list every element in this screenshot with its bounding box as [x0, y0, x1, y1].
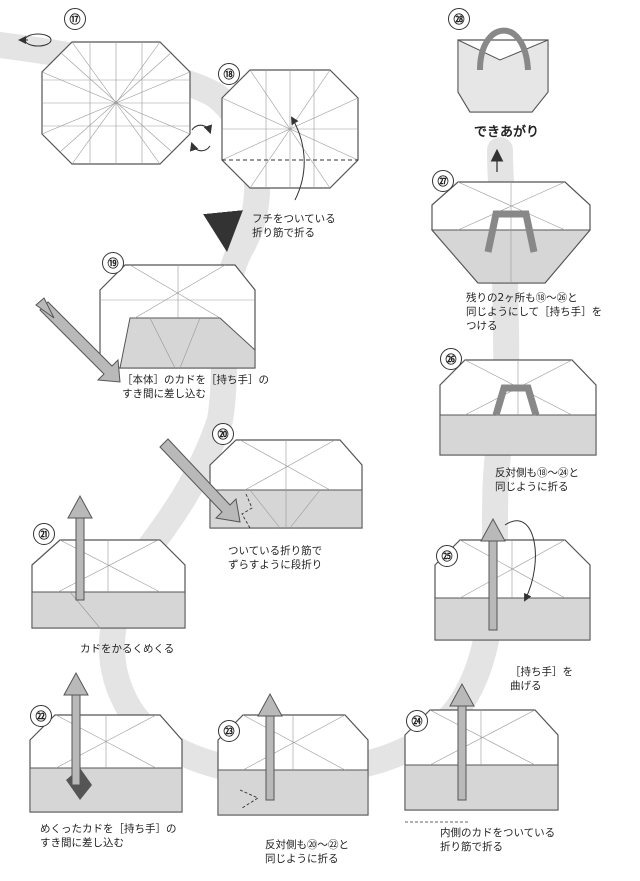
- handle-26: [492, 384, 540, 416]
- push-arrow-20: [159, 438, 241, 523]
- step-number-22: ㉒: [30, 705, 52, 727]
- step-21-caption: カドをかるくめくる: [80, 643, 175, 655]
- step-28-figure: [457, 27, 549, 113]
- up-arrow-23: [257, 692, 283, 801]
- step-number-20: ⑳: [212, 423, 234, 445]
- step-24-caption: 内側のカドをついている 折り筋で折る: [440, 827, 556, 853]
- step-18-figure: [221, 69, 359, 201]
- step-18-caption: フチをついている 折り筋で折る: [252, 213, 336, 239]
- flip-icon: [189, 124, 213, 152]
- up-arrow-24: [449, 682, 475, 801]
- step-number-18: ⑱: [218, 63, 240, 85]
- step-number-24: ㉔: [406, 710, 428, 732]
- step-number-28: ㉘: [448, 8, 470, 30]
- up-arrow-25: [480, 517, 506, 631]
- step-17-figure: [41, 41, 191, 165]
- step-26-figure: [439, 359, 597, 456]
- up-arrow-21: [67, 494, 93, 601]
- step-number-17: ⑰: [64, 8, 86, 30]
- step-22-figure: [29, 714, 183, 813]
- handle-27: [484, 210, 538, 253]
- step-number-27: ㉗: [432, 170, 454, 192]
- step-23-figure: [217, 714, 369, 816]
- step-number-26: ㉖: [440, 348, 462, 370]
- step-number-25: ㉕: [436, 545, 458, 567]
- step-number-23: ㉓: [218, 720, 240, 742]
- step-19-caption: ［本体］のカドを［持ち手］の すき間に差し込む: [122, 374, 269, 400]
- step-27-caption: 残りの2ヶ所も⑱〜㉖と 同じようにして［持ち手］を つける: [466, 292, 603, 332]
- up-arrow-22: [63, 671, 89, 786]
- step-24-figure: [404, 709, 559, 823]
- step-20-figure: [209, 439, 363, 529]
- push-arrow-19: [35, 297, 121, 383]
- finished-label: できあがり: [474, 125, 540, 140]
- step-25-caption: ［持ち手］を 曲げる: [510, 666, 573, 692]
- step-25-figure: [434, 520, 591, 641]
- step-27-figure: [430, 181, 592, 284]
- step-26-caption: 反対側も⑱〜㉔と 同じように折る: [495, 467, 579, 493]
- step-number-19: ⑲: [102, 252, 124, 274]
- handle-28: [477, 27, 531, 71]
- step-23-caption: 反対側も⑳〜㉒と 同じように折る: [265, 839, 349, 865]
- flow-arrow-18: [203, 210, 243, 252]
- step-21-figure: [31, 539, 186, 629]
- step-20-caption: ついている折り筋で ずらすように段折り: [228, 545, 323, 571]
- step-number-21: ㉑: [33, 523, 55, 545]
- step-19-figure: [99, 264, 256, 369]
- step-22-caption: めくったカドを［持ち手］の すき間に差し込む: [40, 823, 177, 849]
